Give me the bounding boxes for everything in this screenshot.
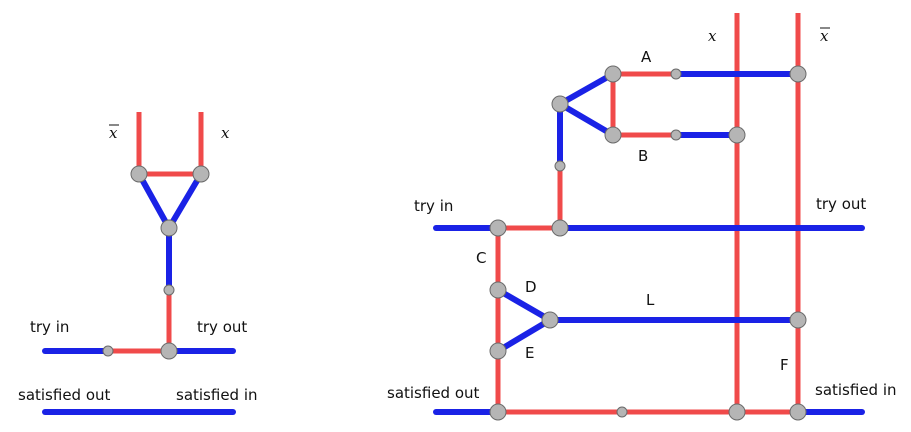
left-tri-left xyxy=(136,171,172,231)
right-label-c: C xyxy=(476,249,486,267)
right-satisfied-in-label: satisfied in xyxy=(815,381,897,399)
right-node-a xyxy=(604,65,622,83)
right-label-b: B xyxy=(638,147,648,165)
right-d-edge xyxy=(495,287,553,323)
left-node-x xyxy=(192,165,210,183)
right-node-a-small xyxy=(670,68,682,80)
left-try-in-label: try in xyxy=(30,318,69,336)
left-node-mid xyxy=(163,284,175,296)
left-node-try-join xyxy=(160,342,178,360)
svg-text:x: x xyxy=(109,124,118,142)
right-label-a: A xyxy=(641,48,652,66)
right-node-stem-small xyxy=(554,160,566,172)
right-e-edge xyxy=(495,317,553,354)
left-satisfied-in-label: satisfied in xyxy=(176,386,258,404)
left-node-apex xyxy=(160,219,178,237)
right-node-bottom-x xyxy=(728,403,746,421)
right-try-out-label: try out xyxy=(816,195,866,213)
right-node-bottom-small xyxy=(616,406,628,418)
left-gadget: x x try in try out satisfied out satisfi… xyxy=(18,112,258,415)
right-label-d: D xyxy=(525,278,537,296)
right-node-l-xbar xyxy=(789,311,807,329)
right-node-l-apex xyxy=(541,311,559,329)
right-label-f: F xyxy=(780,356,789,374)
right-node-b-small xyxy=(670,129,682,141)
right-node-d xyxy=(489,281,507,299)
left-xbar-label: x xyxy=(109,124,119,142)
right-node-try-right xyxy=(551,219,569,237)
right-node-a-xbar xyxy=(789,65,807,83)
left-try-out-label: try out xyxy=(197,318,247,336)
left-satisfied-out-label: satisfied out xyxy=(18,386,111,404)
right-node-top-apex xyxy=(551,95,569,113)
right-gadget: x x A B try in try out C D L E F satisfi… xyxy=(387,13,897,421)
svg-text:x: x xyxy=(820,27,829,45)
left-tri-right xyxy=(166,171,204,231)
right-x-label: x xyxy=(708,27,717,45)
left-node-try-small xyxy=(102,345,114,357)
right-top-tri-lower xyxy=(557,101,616,138)
right-xbar-label: x xyxy=(820,27,830,45)
right-node-b xyxy=(604,126,622,144)
right-label-l: L xyxy=(646,291,655,309)
right-try-in-label: try in xyxy=(414,197,453,215)
right-top-tri-upper xyxy=(557,71,616,107)
right-node-bottom-xbar xyxy=(789,403,807,421)
right-label-e: E xyxy=(525,344,534,362)
left-node-xbar xyxy=(130,165,148,183)
right-satisfied-out-label: satisfied out xyxy=(387,384,480,402)
left-x-label: x xyxy=(221,124,230,142)
right-node-e xyxy=(489,342,507,360)
right-node-b-x xyxy=(728,126,746,144)
right-node-bottom-left xyxy=(489,403,507,421)
right-node-try-left xyxy=(489,219,507,237)
